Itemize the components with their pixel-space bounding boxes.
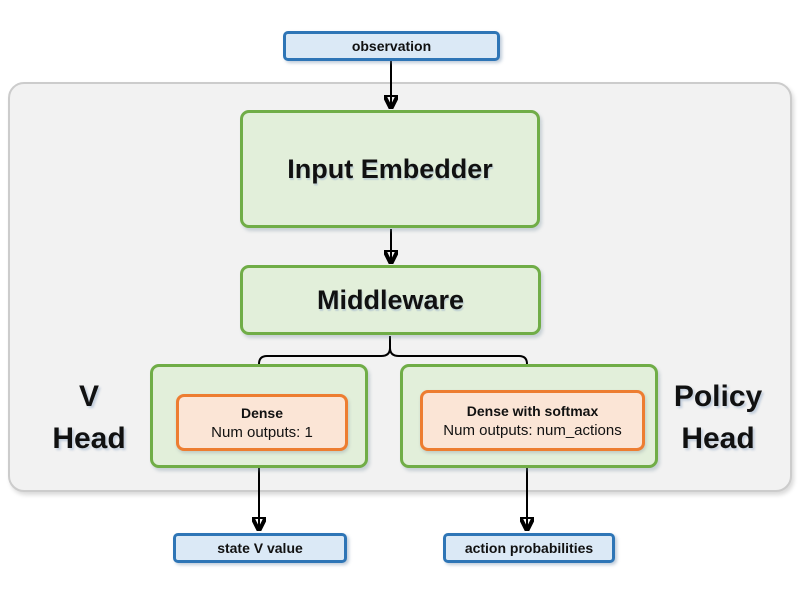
policy-head-dense-outputs: Num outputs: num_actions <box>443 421 622 439</box>
v-head-title-line1: V <box>78 380 99 413</box>
input-embedder-node: Input Embedder <box>240 110 540 228</box>
policy-head-title-line2: Head <box>681 422 755 455</box>
v-head-dense-outputs: Num outputs: 1 <box>211 423 313 441</box>
policy-head-dense-title: Dense with softmax <box>466 402 599 419</box>
v-head-title: V Head <box>28 376 150 460</box>
v-head-title-line2: Head <box>52 422 126 455</box>
state-v-value-label: state V value <box>217 540 303 556</box>
middleware-label: Middleware <box>316 284 465 315</box>
observation-node: observation <box>283 31 500 61</box>
v-head-dense-node: Dense Num outputs: 1 <box>176 394 348 451</box>
middleware-node: Middleware <box>240 265 541 335</box>
action-probabilities-label: action probabilities <box>464 540 594 556</box>
state-v-value-node: state V value <box>173 533 347 563</box>
policy-head-title: Policy Head <box>655 376 781 460</box>
policy-head-title-line1: Policy <box>673 380 763 413</box>
action-probabilities-node: action probabilities <box>443 533 615 563</box>
input-embedder-label: Input Embedder <box>287 153 493 184</box>
v-head-node: Dense Num outputs: 1 <box>150 364 368 468</box>
policy-head-node: Dense with softmax Num outputs: num_acti… <box>400 364 658 468</box>
policy-head-dense-node: Dense with softmax Num outputs: num_acti… <box>420 390 645 451</box>
v-head-dense-title: Dense <box>240 404 284 421</box>
observation-label: observation <box>351 38 432 54</box>
